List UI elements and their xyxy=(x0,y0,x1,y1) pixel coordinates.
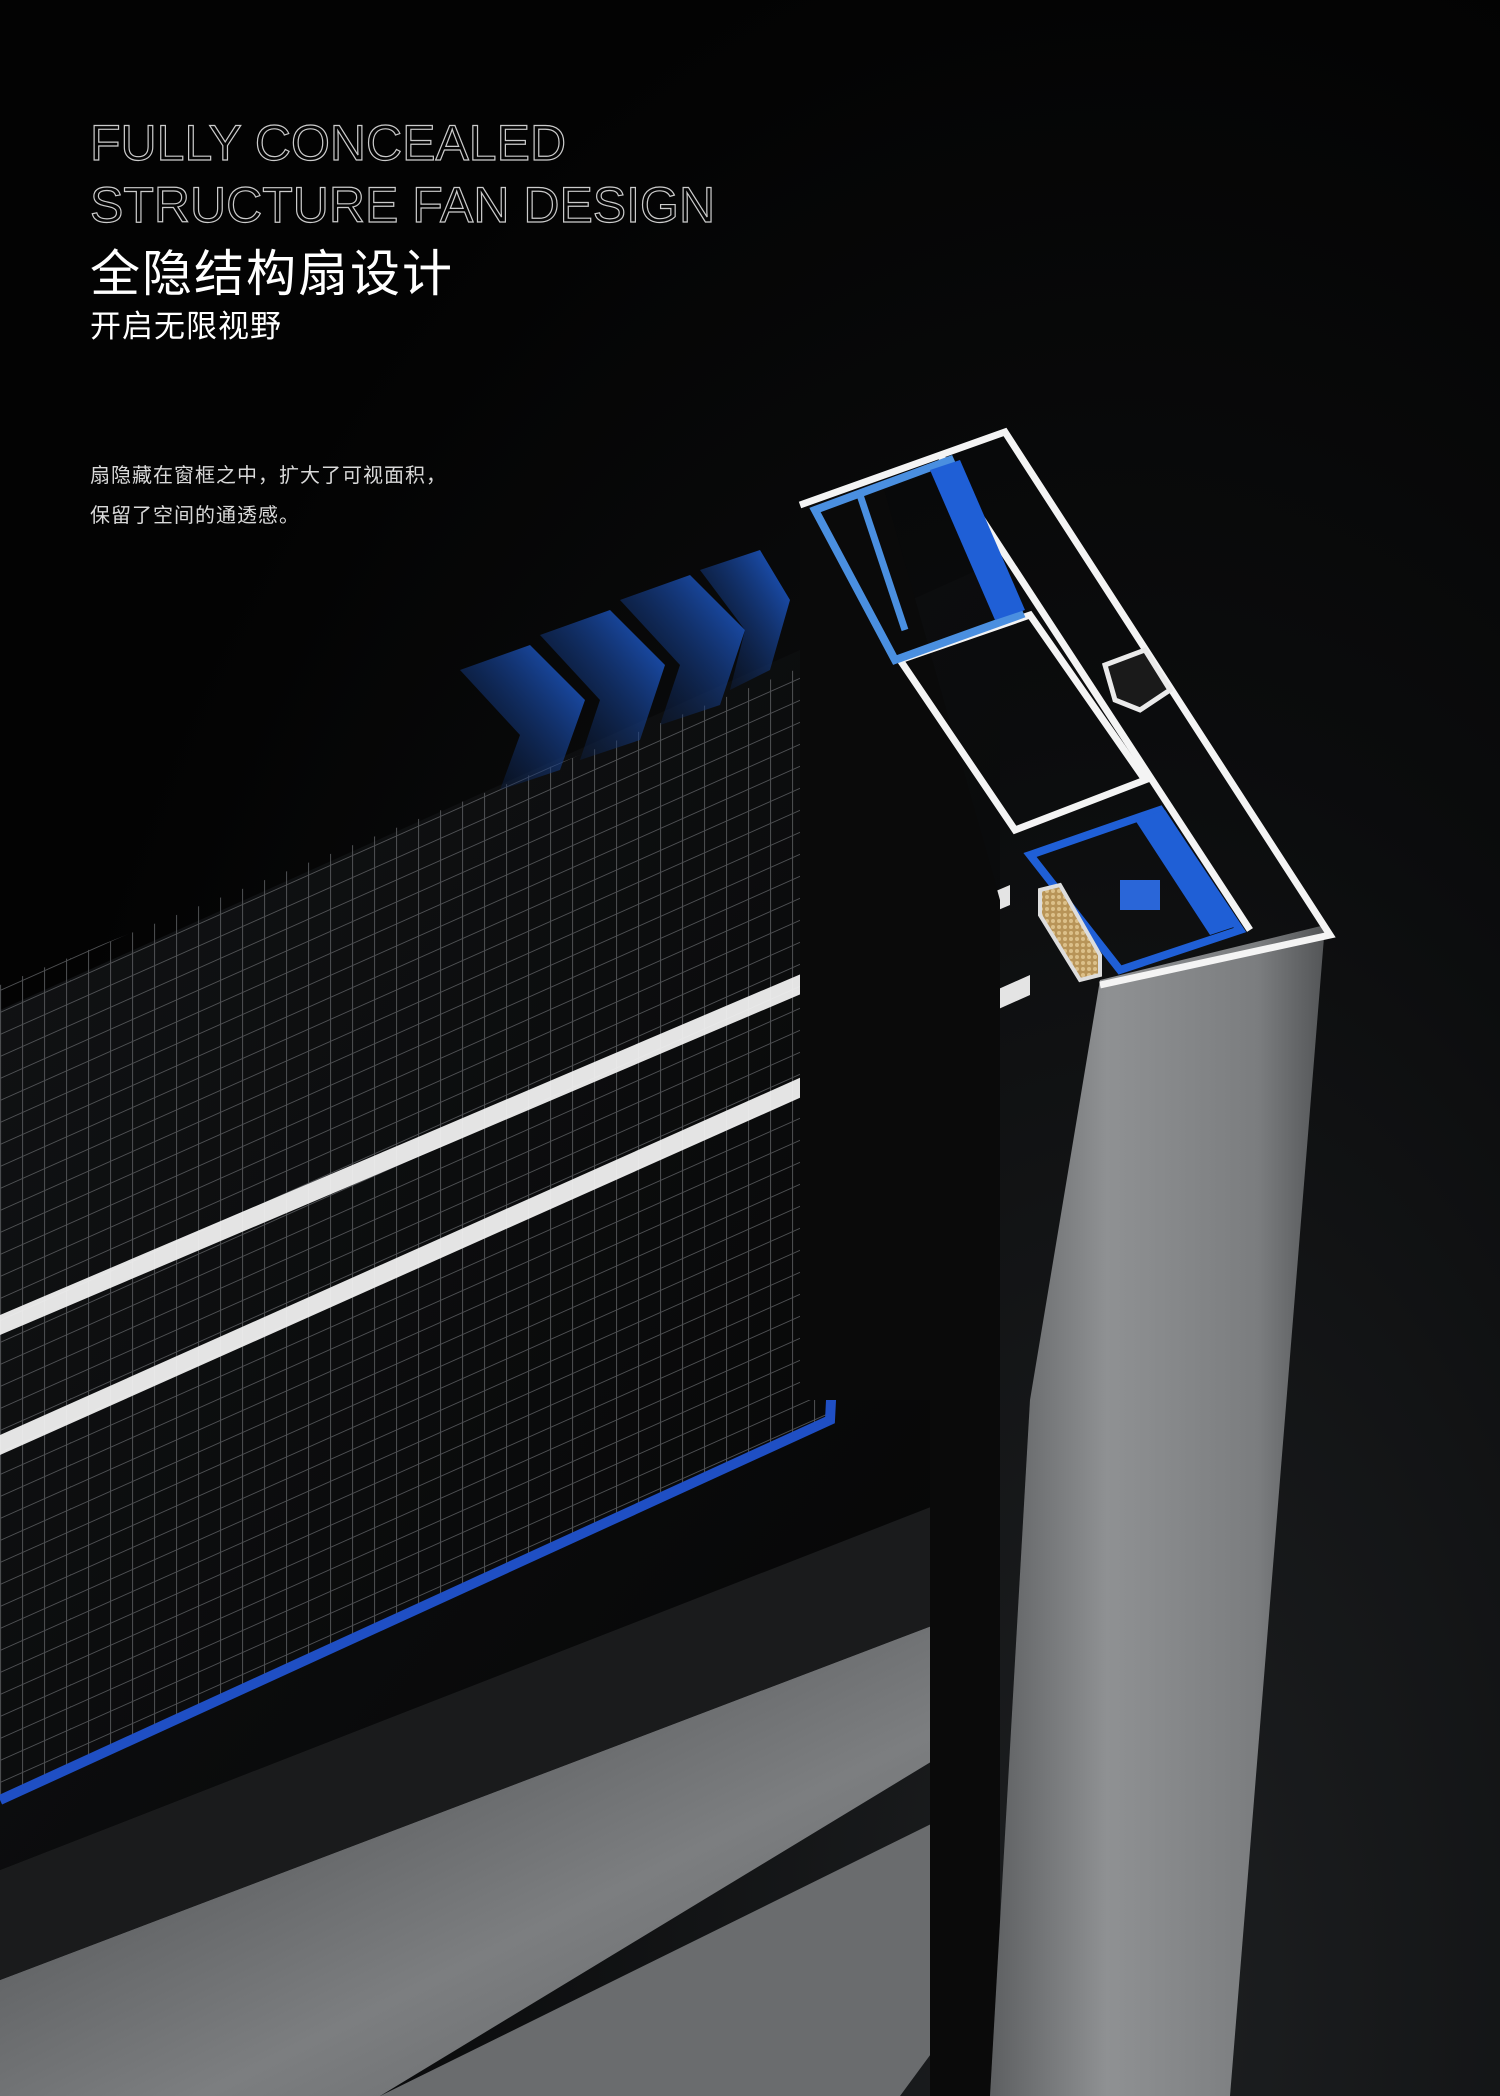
title-english-line1: FULLY CONCEALED xyxy=(89,114,567,171)
glass-edge-2 xyxy=(0,975,1030,1455)
subtitle-chinese: 开启无限视野 xyxy=(90,309,282,345)
title-chinese: 全隐结构扇设计 xyxy=(90,245,454,303)
direction-chevrons xyxy=(460,550,790,790)
desiccant-spacer xyxy=(1038,882,1102,983)
upper-insulation-strip xyxy=(809,454,1026,665)
insect-screen xyxy=(0,640,870,1800)
glass-edge-1 xyxy=(0,885,1010,1335)
lower-insulation-strip xyxy=(1023,805,1247,975)
title-english: FULLY CONCEALED STRUCTURE FAN DESIGN xyxy=(89,112,716,236)
sill-panels xyxy=(0,1480,1000,2096)
description-text: 扇隐藏在窗框之中，扩大了可视面积， 保留了空间的通透感。 xyxy=(90,455,447,535)
title-english-line2: STRUCTURE FAN DESIGN xyxy=(89,176,716,233)
outer-frame-face xyxy=(990,925,1325,2096)
thermal-break-connector xyxy=(1101,646,1174,713)
description-line1: 扇隐藏在窗框之中，扩大了可视面积， xyxy=(90,463,447,487)
description-line2: 保留了空间的通透感。 xyxy=(90,503,300,527)
